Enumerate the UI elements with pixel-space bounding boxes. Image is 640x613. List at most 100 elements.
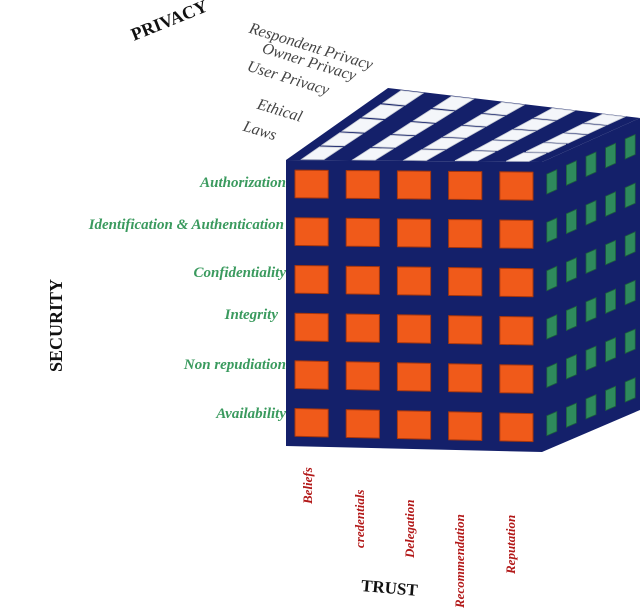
top-tile: [563, 123, 607, 135]
side-tile: [605, 336, 616, 363]
side-tile: [566, 257, 577, 283]
top-tile: [432, 95, 475, 111]
front-tile: [294, 217, 329, 247]
front-tile: [448, 219, 483, 249]
side-tile: [546, 362, 558, 389]
cube-front-frame: [286, 160, 542, 452]
trust-item-reputation: Reputation: [503, 514, 518, 574]
front-tile: [396, 410, 432, 440]
side-tile: [566, 160, 577, 186]
side-tile: [605, 239, 616, 266]
side-tile: [546, 314, 558, 340]
side-tile: [546, 410, 558, 437]
top-tile: [454, 150, 496, 162]
top-tile: [525, 142, 567, 153]
trust-item-recommendation: Recommendation: [452, 514, 467, 608]
security-item-integrity: Integrity: [224, 307, 278, 323]
side-tile: [605, 385, 616, 412]
front-tile: [345, 170, 380, 200]
front-tile: [396, 218, 432, 248]
side-tile: [585, 151, 597, 178]
front-tile: [448, 411, 483, 441]
front-tile: [499, 412, 534, 443]
front-tile: [499, 267, 534, 298]
front-tile: [345, 313, 380, 343]
top-tile: [371, 134, 415, 148]
cube-front-face: [286, 160, 542, 452]
top-tile: [320, 132, 364, 147]
side-tile: [585, 393, 597, 420]
front-tile: [345, 409, 380, 439]
side-tile: [585, 199, 597, 226]
front-tile: [396, 362, 432, 392]
side-tile: [624, 328, 636, 355]
side-tile: [624, 279, 636, 306]
front-tile: [396, 170, 432, 200]
side-tile: [566, 402, 577, 428]
top-tile: [583, 113, 627, 126]
top-tile: [422, 137, 466, 150]
side-tile: [605, 288, 616, 315]
top-tile: [391, 121, 435, 136]
top-tile: [482, 101, 526, 116]
front-tile: [294, 312, 329, 342]
front-tile: [345, 361, 380, 391]
security-axis-title: SECURITY: [46, 278, 66, 372]
trust-item-credentials: credentials: [352, 489, 367, 549]
front-tile: [499, 171, 534, 201]
front-tile: [448, 267, 483, 297]
front-tile: [448, 363, 483, 393]
top-tile: [412, 108, 455, 124]
security-item-non-repudiation: Non repudiation: [183, 357, 286, 373]
trust-item-delegation: Delegation: [402, 499, 417, 559]
top-tile: [351, 147, 395, 161]
top-tile: [473, 140, 517, 152]
front-tile: [294, 169, 329, 199]
cube-top-face: [286, 88, 640, 162]
side-tile: [605, 191, 616, 217]
front-tile: [345, 217, 380, 247]
security-item-confidentiality: Confidentiality: [193, 265, 286, 281]
top-tile: [341, 118, 384, 133]
side-tile: [585, 345, 597, 372]
top-tile: [544, 132, 588, 144]
side-tile: [585, 296, 597, 323]
side-tile: [566, 305, 577, 332]
front-tile: [499, 316, 534, 346]
front-tile: [294, 360, 329, 390]
side-tile: [546, 168, 558, 195]
front-tile: [396, 266, 432, 296]
top-tile: [300, 146, 344, 160]
top-tile: [442, 125, 486, 139]
front-tile: [499, 364, 534, 394]
side-tile: [566, 208, 577, 235]
side-tile: [624, 377, 636, 403]
front-tile: [499, 219, 534, 249]
front-tile: [448, 315, 483, 345]
side-tile: [546, 217, 558, 243]
security-item-authorization: Authorization: [200, 175, 286, 191]
front-tile: [396, 314, 432, 344]
top-tile: [381, 90, 425, 106]
side-tile: [624, 133, 636, 160]
top-tile: [533, 107, 576, 121]
front-tile: [345, 265, 380, 295]
side-tile: [624, 231, 636, 257]
side-tile: [624, 182, 636, 209]
front-tile: [294, 408, 329, 438]
side-tile: [605, 142, 616, 169]
security-item-identification: Identification & Authentication: [88, 217, 284, 233]
side-tile: [585, 248, 597, 275]
top-tile: [462, 113, 506, 127]
top-tile: [402, 149, 446, 161]
top-tile: [361, 104, 405, 120]
trust-item-beliefs: Beliefs: [300, 467, 315, 504]
front-tile: [448, 170, 483, 201]
cube-side-face: [542, 118, 640, 452]
side-tile: [566, 353, 577, 380]
top-tile: [506, 152, 547, 162]
top-tile: [493, 129, 537, 141]
security-item-availability: Availability: [216, 406, 286, 422]
